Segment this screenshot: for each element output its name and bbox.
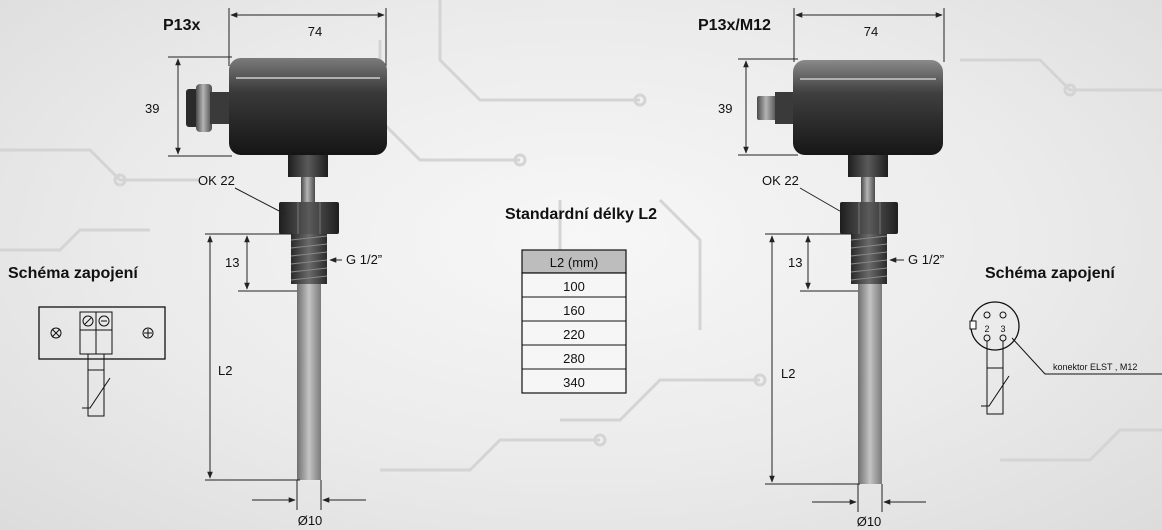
sensor-right: P13x/M12 74 39 OK 22 G 1/2” bbox=[698, 8, 945, 529]
lengths-table: Standardní délky L2 L2 (mm) 100 160 220 … bbox=[505, 206, 657, 394]
wiring-title-left: Schéma zapojení bbox=[8, 265, 138, 282]
length-label-left: L2 bbox=[218, 363, 232, 378]
table-header: L2 (mm) bbox=[550, 255, 598, 270]
hex-label-left: OK 22 bbox=[198, 173, 235, 188]
thread-right bbox=[851, 234, 887, 284]
probe-tube-right bbox=[858, 284, 882, 484]
diameter-label-left: Ø10 bbox=[298, 513, 323, 528]
thread-length-label-left: 13 bbox=[225, 255, 239, 270]
hex-nut-right bbox=[840, 202, 898, 234]
height-label-right: 39 bbox=[718, 101, 732, 116]
width-label-left: 74 bbox=[308, 24, 322, 39]
table-row: 280 bbox=[563, 351, 585, 366]
height-label-left: 39 bbox=[145, 101, 159, 116]
housing-right bbox=[793, 60, 943, 155]
hex-label-right: OK 22 bbox=[762, 173, 799, 188]
probe-tube-left bbox=[297, 284, 321, 480]
cable-gland-left bbox=[186, 84, 230, 132]
wiring-title-right: Schéma zapojení bbox=[985, 265, 1115, 282]
circuit-background bbox=[0, 0, 1162, 472]
m12-pin-diagram bbox=[970, 301, 1020, 351]
table-row: 160 bbox=[563, 303, 585, 318]
diameter-label-right: Ø10 bbox=[857, 514, 882, 529]
housing-left bbox=[229, 58, 387, 155]
pin-2-label: 2 bbox=[984, 324, 989, 334]
sensor-left: P13x 74 39 OK 22 bbox=[145, 8, 387, 528]
thread-left bbox=[291, 234, 327, 284]
wiring-right: Schéma zapojení 2 3 konektor ELST , M12 bbox=[969, 265, 1162, 415]
table-row: 220 bbox=[563, 327, 585, 342]
m12-connector-right bbox=[757, 92, 793, 124]
thread-label-left: G 1/2” bbox=[346, 252, 382, 267]
pin-3-label: 3 bbox=[1000, 324, 1005, 334]
thread-length-label-right: 13 bbox=[788, 255, 802, 270]
width-label-right: 74 bbox=[864, 24, 878, 39]
hex-nut-left bbox=[279, 202, 339, 234]
model-label-right: P13x/M12 bbox=[698, 17, 771, 34]
table-row: 100 bbox=[563, 279, 585, 294]
table-row: 340 bbox=[563, 375, 585, 390]
wiring-left: Schéma zapojení bbox=[8, 265, 166, 417]
length-label-right: L2 bbox=[781, 366, 795, 381]
model-label-left: P13x bbox=[163, 17, 200, 34]
table-title: Standardní délky L2 bbox=[505, 206, 657, 223]
thread-label-right: G 1/2” bbox=[908, 252, 944, 267]
connector-label: konektor ELST , M12 bbox=[1053, 362, 1137, 372]
